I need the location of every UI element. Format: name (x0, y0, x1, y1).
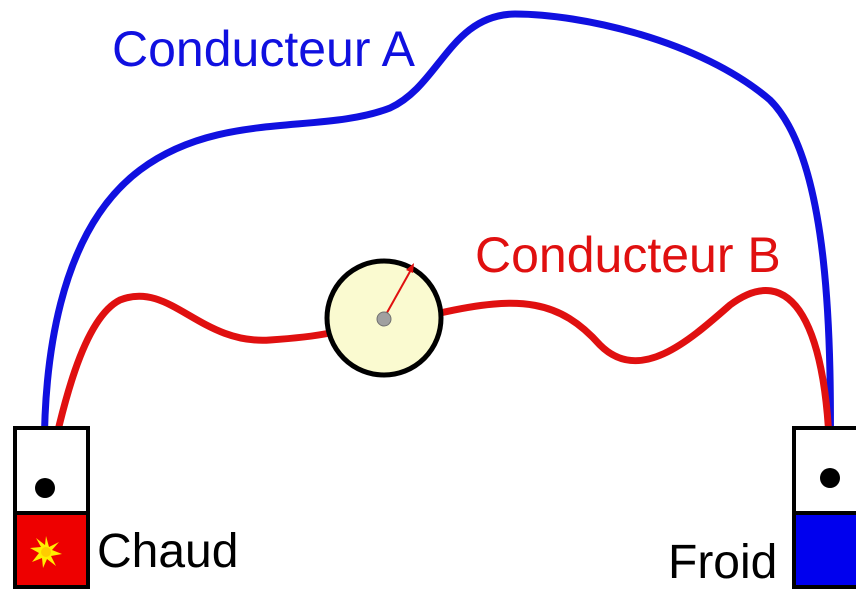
cold-junction-point (820, 468, 840, 488)
cold-source (792, 511, 856, 589)
hot-junction-point (35, 478, 55, 498)
conductor-b-label: Conducteur B (475, 227, 781, 283)
needle-arrowhead (406, 263, 414, 273)
spark-icon (30, 536, 62, 568)
cold-junction (792, 426, 856, 589)
conductor-b-wire (41, 287, 834, 492)
conductor-a-label: Conducteur A (112, 21, 416, 77)
galvanometer-pivot (376, 311, 392, 327)
conductor-a-wire (40, 10, 834, 492)
hot-label: Chaud (97, 525, 238, 578)
cold-label: Froid (668, 536, 777, 589)
galvanometer-needle (383, 267, 413, 319)
hot-junction (13, 426, 90, 589)
